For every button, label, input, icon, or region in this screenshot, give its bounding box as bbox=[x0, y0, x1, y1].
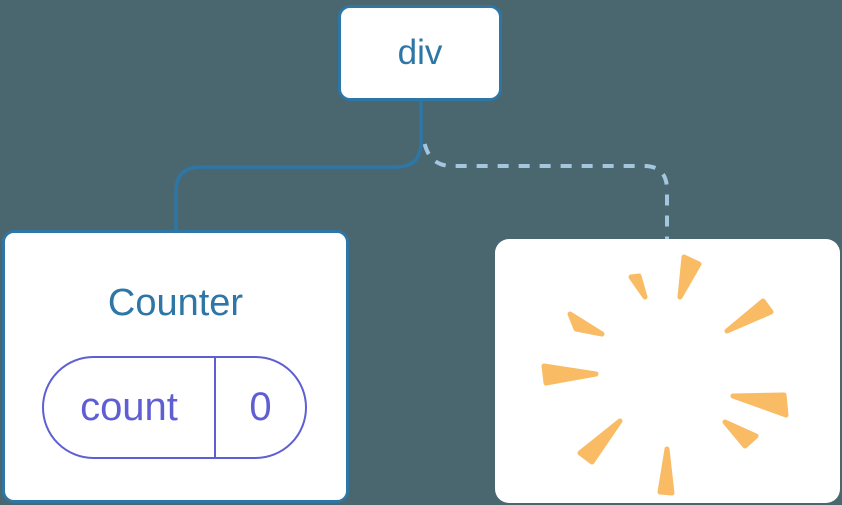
tree-node-div: div bbox=[338, 5, 502, 101]
connector-solid-div-to-counter bbox=[174, 100, 423, 231]
tree-node-removed bbox=[495, 239, 840, 503]
state-key-label: count bbox=[44, 358, 216, 457]
counter-title: Counter bbox=[107, 282, 244, 324]
connector-dashed-div-to-removed bbox=[421, 133, 669, 240]
state-pill: count 0 bbox=[42, 356, 307, 459]
poof-starburst-icon bbox=[541, 254, 789, 496]
div-node-label: div bbox=[397, 33, 443, 72]
state-value: 0 bbox=[249, 385, 272, 429]
tree-node-counter: Counter count 0 bbox=[2, 230, 349, 503]
